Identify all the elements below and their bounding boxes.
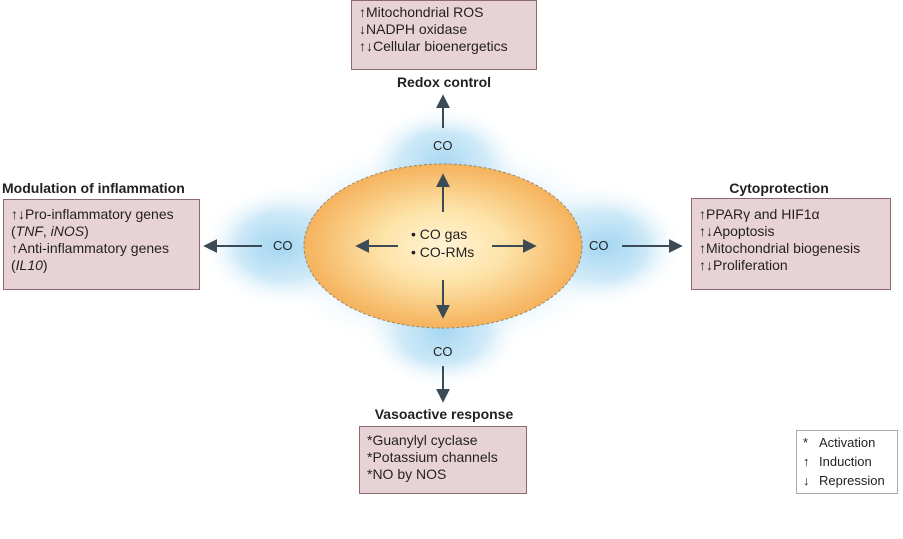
redox-effect-item: ↑Mitochondrial ROS xyxy=(359,4,484,20)
inflammation-text: ↑↓Pro-inflammatory genes ( xyxy=(11,206,174,239)
co-label-bottom: CO xyxy=(433,344,453,359)
center-source-list: CO gas CO-RMs xyxy=(411,225,474,261)
gene-name: TNF xyxy=(15,223,43,239)
inflammation-text: , xyxy=(42,223,51,239)
center-item-co-rms: CO-RMs xyxy=(411,243,474,261)
legend-symbol: ↑ xyxy=(803,454,810,469)
co-label-right: CO xyxy=(589,238,609,253)
co-label-top: CO xyxy=(433,138,453,153)
redox-effect-item: ↓NADPH oxidase xyxy=(359,21,468,37)
vasoactive-effects-box: *Guanylyl cyclase *Potassium channels *N… xyxy=(359,426,527,494)
inflammation-text: ) xyxy=(42,257,48,273)
legend-label: Induction xyxy=(819,454,872,469)
legend-item-repression: ↓ Repression xyxy=(803,471,897,490)
inflammation-heading: Modulation of inflammation xyxy=(2,180,185,196)
cytoprotection-effect-item: ↑↓Apoptosis xyxy=(699,223,775,239)
cytoprotection-effect-item: ↑↓Proliferation xyxy=(699,257,788,273)
legend-symbol: * xyxy=(803,435,809,450)
inflammation-text: ) xyxy=(84,223,89,239)
redox-effects-box: ↑Mitochondrial ROS ↓NADPH oxidase ↑↓Cell… xyxy=(351,0,537,70)
inflammation-effect-item: ↑Anti-inflammatory genes (IL10) xyxy=(11,240,193,274)
redox-effect-item: ↑↓Cellular bioenergetics xyxy=(359,38,508,54)
co-label-left: CO xyxy=(273,238,293,253)
cytoprotection-effect-item: ↑PPARγ and HIF1α xyxy=(699,206,820,222)
vasoactive-effect-item: *Guanylyl cyclase xyxy=(367,432,478,448)
cytoprotection-heading: Cytoprotection xyxy=(729,180,829,196)
inflammation-text: ↑Anti-inflammatory genes ( xyxy=(11,240,169,273)
legend-label: Repression xyxy=(819,473,885,488)
legend: * Activation ↑ Induction ↓ Repression xyxy=(796,430,898,494)
vasoactive-effect-item: *NO by NOS xyxy=(367,466,447,482)
gene-name: iNOS xyxy=(50,223,85,239)
cytoprotection-effect-item: ↑Mitochondrial biogenesis xyxy=(699,240,861,256)
cytoprotection-effects-box: ↑PPARγ and HIF1α ↑↓Apoptosis ↑Mitochondr… xyxy=(691,198,891,290)
legend-symbol: ↓ xyxy=(803,473,810,488)
inflammation-effects-box: ↑↓Pro-inflammatory genes (TNF, iNOS) ↑An… xyxy=(3,199,200,290)
gene-name: IL10 xyxy=(15,257,43,273)
vasoactive-heading: Vasoactive response xyxy=(374,406,514,422)
redox-heading: Redox control xyxy=(396,74,492,90)
inflammation-effect-item: ↑↓Pro-inflammatory genes (TNF, iNOS) xyxy=(11,206,193,240)
vasoactive-effect-item: *Potassium channels xyxy=(367,449,498,465)
legend-label: Activation xyxy=(819,435,876,450)
center-item-co-gas: CO gas xyxy=(411,225,474,243)
legend-item-activation: * Activation xyxy=(803,433,897,452)
legend-item-induction: ↑ Induction xyxy=(803,452,897,471)
